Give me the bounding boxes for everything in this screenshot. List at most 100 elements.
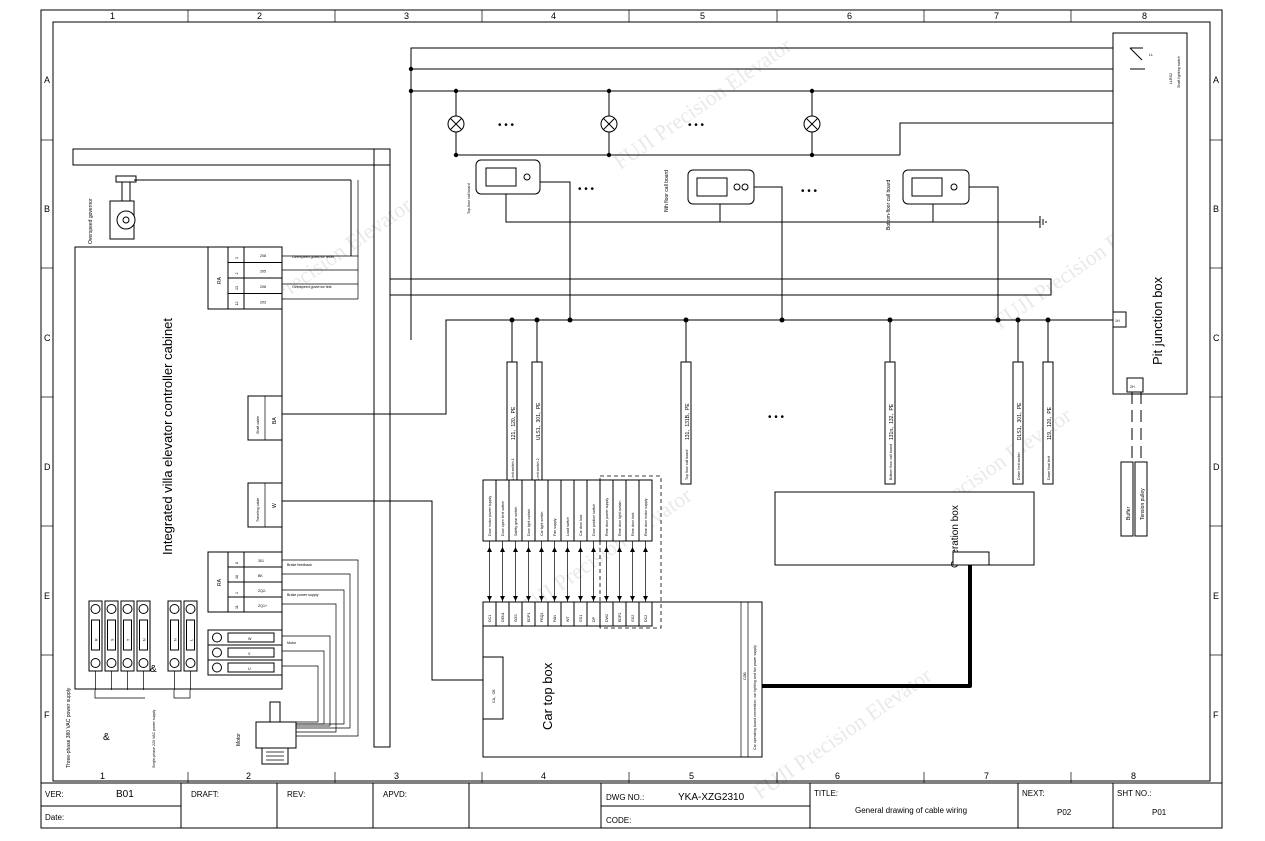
shaft-drop-desc: Top floor call board (685, 450, 689, 480)
operation-box: Operation box (762, 491, 1035, 688)
governor-wire: 208 (260, 285, 266, 289)
grid-col-label: 2 (246, 771, 251, 781)
grid-row-label: F (44, 710, 50, 720)
lighting-circuit: • • • • • • (408, 47, 1130, 340)
cob-desc: Car operating board connection, car ligh… (753, 645, 757, 750)
rev-label: REV: (287, 790, 305, 799)
shaft-drop-code: 119、120、PE (1047, 406, 1053, 440)
shaft-dots: • • • (768, 412, 785, 423)
pit-junction-box-outline (1112, 32, 1188, 395)
car-top-device: Door open limit switch (495, 479, 510, 542)
grid-row-label: B (44, 204, 50, 214)
overspeed-governor: Overspeed governor (88, 175, 352, 256)
switch-sub: Shaft lighting switch (1177, 56, 1181, 88)
shaft-bus-line (282, 319, 1130, 415)
governor-wire: 208 (260, 254, 266, 258)
motor-terminal: U (207, 659, 283, 676)
grid-col-label: 8 (1131, 771, 1136, 781)
car-top-terminal: DEN1 (501, 612, 505, 622)
pit-terminal-1: 1H (1115, 319, 1120, 323)
shaft-drop-code: 121、120、PE (511, 406, 517, 440)
grid-col-label: 4 (541, 771, 546, 781)
grid-row-label: A (44, 75, 50, 85)
bottom-call-board-label: Bottom-floor call board (886, 179, 892, 230)
traveling-cable-path (282, 500, 483, 681)
call-boards: Top-floor call board • • • Nth floor cal… (467, 159, 1047, 320)
car-top-device: Rear door lock (625, 479, 640, 542)
grid-row-label: E (1213, 591, 1219, 601)
draft-label: DRAFT: (191, 790, 219, 799)
lamp-return (899, 122, 1130, 155)
lighting-bus-1 (410, 47, 1130, 340)
brake-wire: 301 (258, 559, 264, 563)
grid-col-label: 8 (1142, 11, 1147, 21)
grid-col-label: 5 (689, 771, 694, 781)
car-top-terminal: DW2 (605, 614, 609, 622)
pit-terminal-2: 2H (1130, 385, 1135, 389)
grid-row-label: E (44, 591, 50, 601)
lamp-icon (803, 115, 821, 133)
power-terminal-label: S (111, 638, 115, 641)
motor-terminal-label: W (248, 637, 252, 641)
three-phase-label: Three-phase 380 VAC power supply (66, 687, 72, 768)
car-top-terminal: FEQ1 (540, 613, 544, 622)
lamp-dots: • • • (688, 120, 705, 131)
brake-wire: ZQ1+ (258, 604, 267, 608)
governor-terminal: 3 (235, 257, 239, 259)
controller-cabinet: Integrated villa elevator controller cab… (66, 246, 334, 768)
grid-row-label: C (1213, 333, 1220, 343)
power-terminal-label: N (143, 638, 147, 641)
power-terminal-label: N (174, 638, 178, 641)
motor-terminal-label: V (248, 652, 251, 656)
car-top-terminal: GS1 (579, 615, 583, 622)
top-call-board-label: Top-floor call board (467, 183, 471, 214)
controller-title: Integrated villa elevator controller cab… (160, 318, 175, 555)
operation-box-outline (774, 491, 1035, 566)
motor-label: Motor (236, 733, 242, 746)
car-top-device-label: Door motor power supply (488, 496, 492, 536)
shaft-drop-code: ULS1、301、PE (536, 402, 542, 440)
grid-col-label: 1 (110, 11, 115, 21)
sht-value: P01 (1152, 808, 1167, 817)
grid-row-label: A (1213, 75, 1219, 85)
motor: Motor (236, 701, 297, 765)
code-label: CODE: (606, 816, 631, 825)
date-label: Date: (45, 813, 64, 822)
power-terminal-label: R (95, 638, 99, 641)
buffer (1120, 461, 1134, 537)
traveling-cable-code: W (272, 503, 278, 508)
governor-terminal: 2 (235, 273, 239, 275)
grid-col-label: 1 (100, 771, 105, 781)
shaft-drop-desc: Down limit switch (1017, 452, 1021, 480)
motor-terminal: V (207, 644, 283, 661)
brake-motor-wiring (282, 559, 359, 737)
ver-label: VER: (45, 790, 64, 799)
brake-wire: ZQ2- (258, 589, 267, 593)
car-top-device: Load switch (560, 479, 575, 542)
shaft-walls (72, 148, 1052, 748)
grid-row-label: C (44, 333, 51, 343)
car-top-device-label: Car light switch (540, 512, 544, 536)
tension-pulley-label: Tension pulley (1140, 488, 1146, 520)
car-top-device-label: Door open limit switch (501, 501, 505, 536)
motor-terminal-label: U (248, 667, 251, 671)
switch-mark: LL (1149, 53, 1153, 57)
car-top-terminal: DC2 (644, 615, 648, 622)
car-top-device-label: Rear door motor supply (644, 498, 648, 536)
power-terminal: R (88, 600, 103, 690)
single-phase-label: Single-phase 220 VAC power supply (152, 710, 156, 768)
car-top-device-label: Door position switch (592, 504, 596, 536)
shaft-cable-code: BA (272, 417, 278, 424)
title-label: TITLE: (814, 789, 838, 798)
grid-col-label: 6 (847, 11, 852, 21)
lamp-dots: • • • (498, 120, 515, 131)
tension-pulley (1134, 461, 1148, 537)
grid-col-label: 3 (404, 11, 409, 21)
governor-test-label: Overspeed governor test (292, 285, 332, 289)
car-top-title: Car top box (540, 662, 555, 730)
